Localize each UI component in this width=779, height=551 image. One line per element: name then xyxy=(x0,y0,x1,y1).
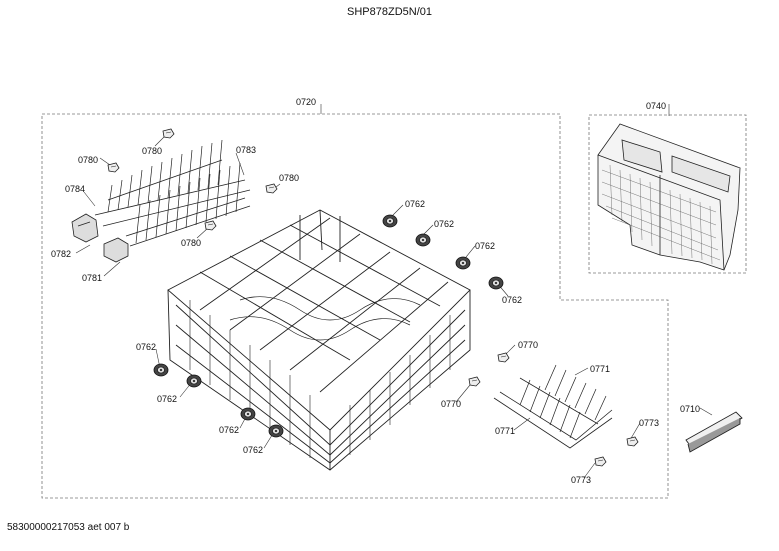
label-0770-a: 0770 xyxy=(518,340,539,350)
group-boundary-0720 xyxy=(41,113,669,499)
label-0762-h: 0762 xyxy=(243,445,264,455)
holder-0781 xyxy=(103,237,129,263)
label-0780-a: 0780 xyxy=(78,155,99,165)
wheel-0762-c xyxy=(455,256,471,270)
wheel-0762-b xyxy=(415,233,431,247)
label-0740: 0740 xyxy=(646,101,667,111)
wheel-0762-f xyxy=(186,374,202,388)
document-number: 58300000217053 aet 007 b xyxy=(7,522,130,533)
clip-0780-d xyxy=(204,220,217,231)
drawing-title: SHP878ZD5N/01 xyxy=(347,6,432,18)
tine-row-0783 xyxy=(94,139,251,247)
label-0762-c: 0762 xyxy=(475,241,496,251)
clip-0770-a xyxy=(497,352,510,363)
label-0770-b: 0770 xyxy=(441,399,462,409)
holder-0784 xyxy=(71,213,99,243)
label-0783: 0783 xyxy=(236,145,257,155)
tine-rack-0771 xyxy=(493,364,613,449)
label-0773-b: 0773 xyxy=(571,475,592,485)
wheel-0762-h xyxy=(268,424,284,438)
clip-0780-a xyxy=(107,162,120,173)
wheel-0762-g xyxy=(240,407,256,421)
label-0782: 0782 xyxy=(51,249,72,259)
label-0781: 0781 xyxy=(82,273,103,283)
clip-0770-b xyxy=(468,376,481,387)
label-0773-a: 0773 xyxy=(639,418,660,428)
label-0762-b: 0762 xyxy=(434,219,455,229)
clip-0780-b xyxy=(162,128,175,139)
label-0780-c: 0780 xyxy=(279,173,300,183)
handle-0710 xyxy=(685,411,743,453)
label-0780-d: 0780 xyxy=(181,238,202,248)
label-0710: 0710 xyxy=(680,404,701,414)
label-0780-b: 0780 xyxy=(142,146,163,156)
wheel-0762-d xyxy=(488,276,504,290)
group-boundary-0740 xyxy=(588,114,747,274)
wheel-0762-e xyxy=(153,363,169,377)
wheel-0762-a xyxy=(382,214,398,228)
label-0771-a: 0771 xyxy=(590,364,611,374)
clip-0773-b xyxy=(594,456,607,467)
lower-basket xyxy=(167,209,471,471)
label-0720: 0720 xyxy=(296,97,317,107)
cutlery-basket xyxy=(597,123,741,271)
label-0762-a: 0762 xyxy=(405,199,426,209)
label-0762-e: 0762 xyxy=(136,342,157,352)
label-0762-g: 0762 xyxy=(219,425,240,435)
clip-0773-a xyxy=(626,436,639,447)
label-0762-d: 0762 xyxy=(502,295,523,305)
label-0771-b: 0771 xyxy=(495,426,516,436)
clip-0780-c xyxy=(265,183,278,194)
leader-lines xyxy=(75,104,713,479)
label-0762-f: 0762 xyxy=(157,394,178,404)
label-0784: 0784 xyxy=(65,184,86,194)
